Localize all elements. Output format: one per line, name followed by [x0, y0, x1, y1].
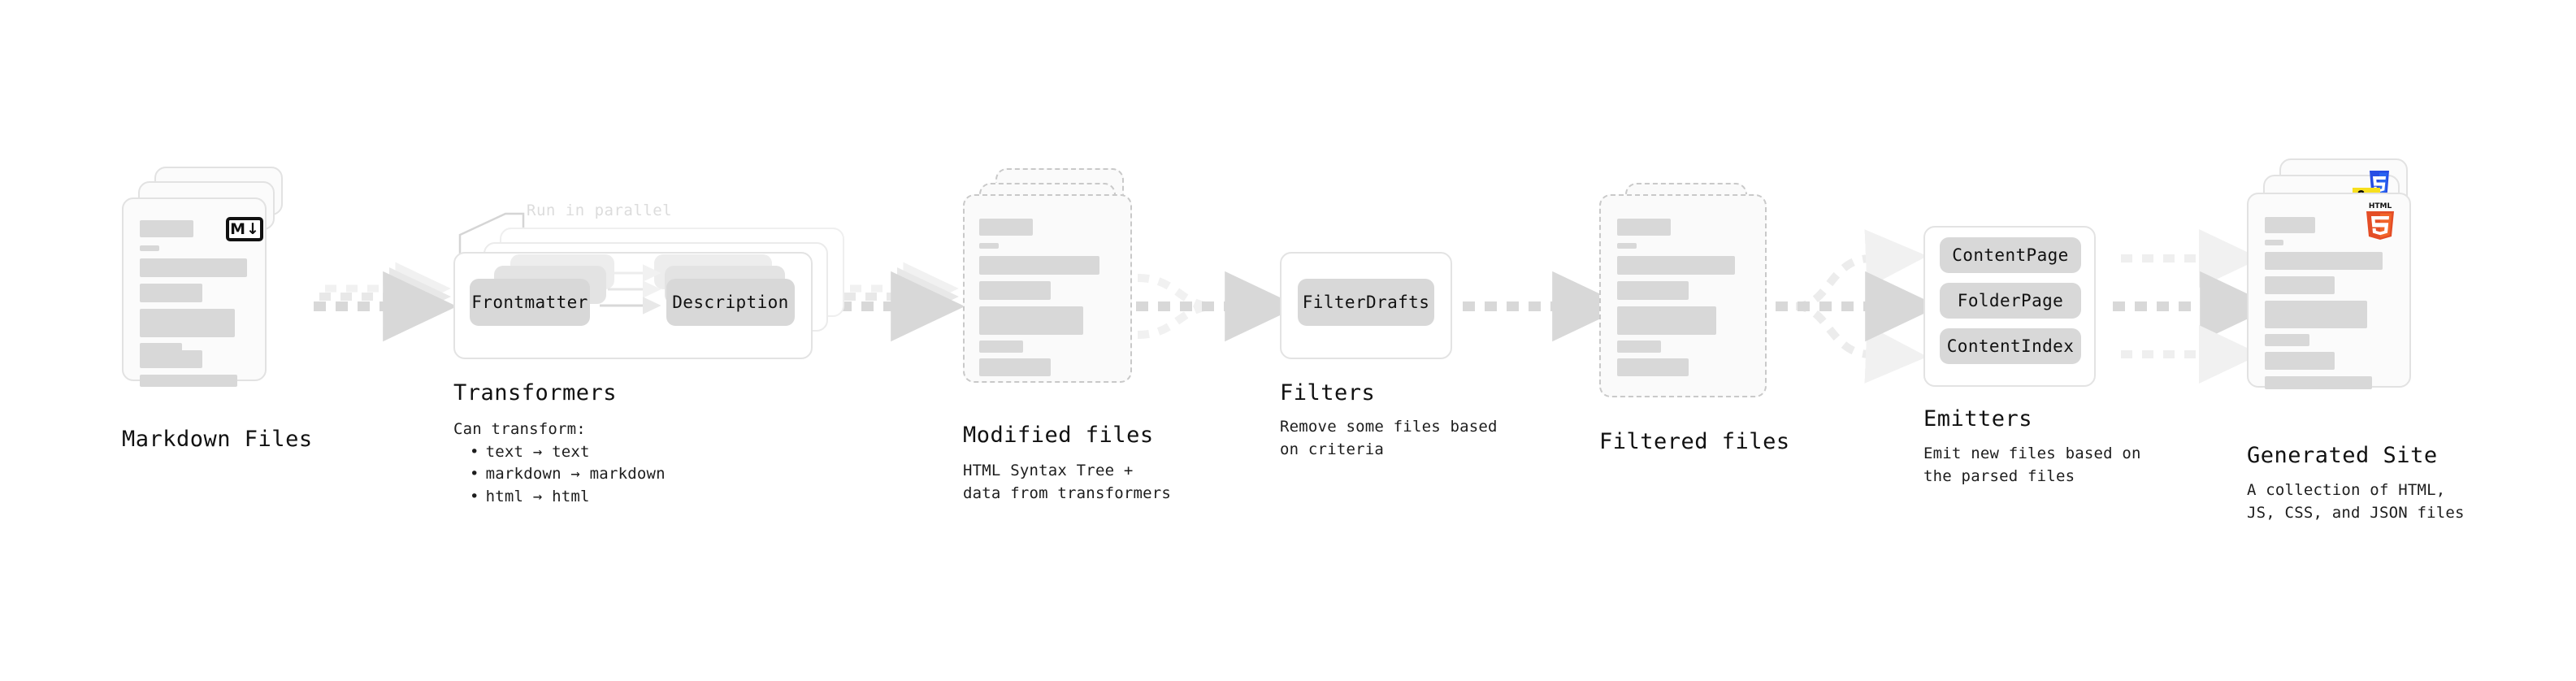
skeleton-bar [140, 245, 159, 251]
emitter-pill-contentpage[interactable]: ContentPage [1940, 237, 2081, 273]
markdown-icon-arrow: ↓ [246, 219, 259, 238]
skeleton-bar [1617, 281, 1689, 300]
skeleton-bar [979, 219, 1033, 236]
transformers-description-item: html → html [470, 486, 666, 509]
filter-pill-filterdrafts[interactable]: FilterDrafts [1298, 279, 1434, 326]
markdown-card-skeleton-overlay [122, 197, 267, 387]
skeleton-bar [2265, 334, 2309, 346]
filtered-files-caption: Filtered files [1599, 429, 1790, 454]
transformers-description-item: markdown → markdown [470, 463, 666, 486]
skeleton-bar [979, 358, 1051, 376]
connector-filtered-to-emitters [1776, 229, 1940, 384]
filter-pill-filterdrafts-label: FilterDrafts [1302, 293, 1430, 312]
filters-caption: Filters [1280, 380, 1376, 406]
skeleton-bar [140, 350, 202, 368]
skeleton-bar [140, 309, 235, 337]
skeleton-bar [979, 256, 1099, 275]
skeleton-bar [1617, 219, 1671, 236]
skeleton-bar [140, 220, 193, 237]
markdown-icon-letter: M [230, 219, 245, 238]
markdown-files-caption: Markdown Files [122, 427, 313, 452]
skeleton-bar [1617, 256, 1735, 275]
transformers-inner-arrows [600, 264, 661, 314]
connector-md-to-transformers [314, 262, 458, 342]
transformers-caption: Transformers [453, 380, 618, 406]
skeleton-bar [2265, 352, 2335, 370]
filtered-card-front [1599, 194, 1767, 397]
html5-icon: HTML [2362, 201, 2398, 241]
generated-site-caption: Generated Site [2247, 443, 2438, 468]
modified-files-caption: Modified files [963, 423, 1154, 448]
generated-site-description: A collection of HTML, JS, CSS, and JSON … [2247, 481, 2465, 522]
transformer-pill-description[interactable]: Description [666, 279, 795, 326]
skeleton-bar [2265, 217, 2315, 233]
skeleton-bar [979, 243, 999, 249]
emitters-description: Emit new files based on the parsed files [1923, 445, 2141, 485]
run-in-parallel-leader [458, 212, 525, 254]
skeleton-bar [2265, 376, 2372, 389]
emitter-pill-contentpage-label: ContentPage [1952, 245, 2069, 265]
skeleton-bar [979, 281, 1051, 300]
transformers-description-item: text → text [470, 441, 666, 464]
connector-modified-to-filters [1136, 271, 1299, 342]
transformer-pill-frontmatter[interactable]: Frontmatter [470, 279, 590, 326]
connector-emitters-to-site [2113, 229, 2275, 384]
skeleton-bar [979, 340, 1023, 353]
skeleton-bar [140, 258, 247, 277]
skeleton-bar [1617, 358, 1689, 376]
svg-text:HTML: HTML [2369, 202, 2392, 210]
transformer-pill-description-label: Description [672, 293, 789, 312]
transformers-description: Can transform: text → text markdown → ma… [453, 419, 666, 508]
generated-card-front [2247, 193, 2411, 389]
skeleton-bar [140, 375, 237, 387]
skeleton-bar [140, 284, 202, 302]
html5-icon-svg: HTML [2366, 202, 2394, 240]
modified-files-description: HTML Syntax Tree + data from transformer… [963, 462, 1172, 502]
skeleton-bar [1617, 243, 1637, 249]
markdown-icon: M↓ [226, 217, 263, 241]
transformer-pill-frontmatter-label: Frontmatter [471, 293, 588, 312]
filters-description: Remove some files based on criteria [1280, 418, 1498, 458]
skeleton-bar [2265, 252, 2383, 270]
modified-card-front [963, 194, 1132, 383]
skeleton-bar [1617, 306, 1716, 335]
skeleton-bar [1617, 340, 1661, 353]
skeleton-bar [979, 306, 1083, 335]
skeleton-bar [2265, 301, 2367, 328]
emitter-pill-folderpage-label: FolderPage [1957, 291, 2064, 310]
emitter-pill-folderpage[interactable]: FolderPage [1940, 283, 2081, 319]
transformers-description-list: text → text markdown → markdown html → h… [453, 441, 666, 509]
run-in-parallel-label: Run in parallel [527, 202, 673, 219]
skeleton-bar [2265, 276, 2335, 294]
skeleton-bar [2265, 240, 2283, 245]
emitter-pill-contentindex-label: ContentIndex [1946, 336, 2075, 356]
transformers-description-lead: Can transform: [453, 420, 586, 438]
emitter-pill-contentindex[interactable]: ContentIndex [1940, 328, 2081, 364]
emitters-caption: Emitters [1923, 406, 2033, 432]
